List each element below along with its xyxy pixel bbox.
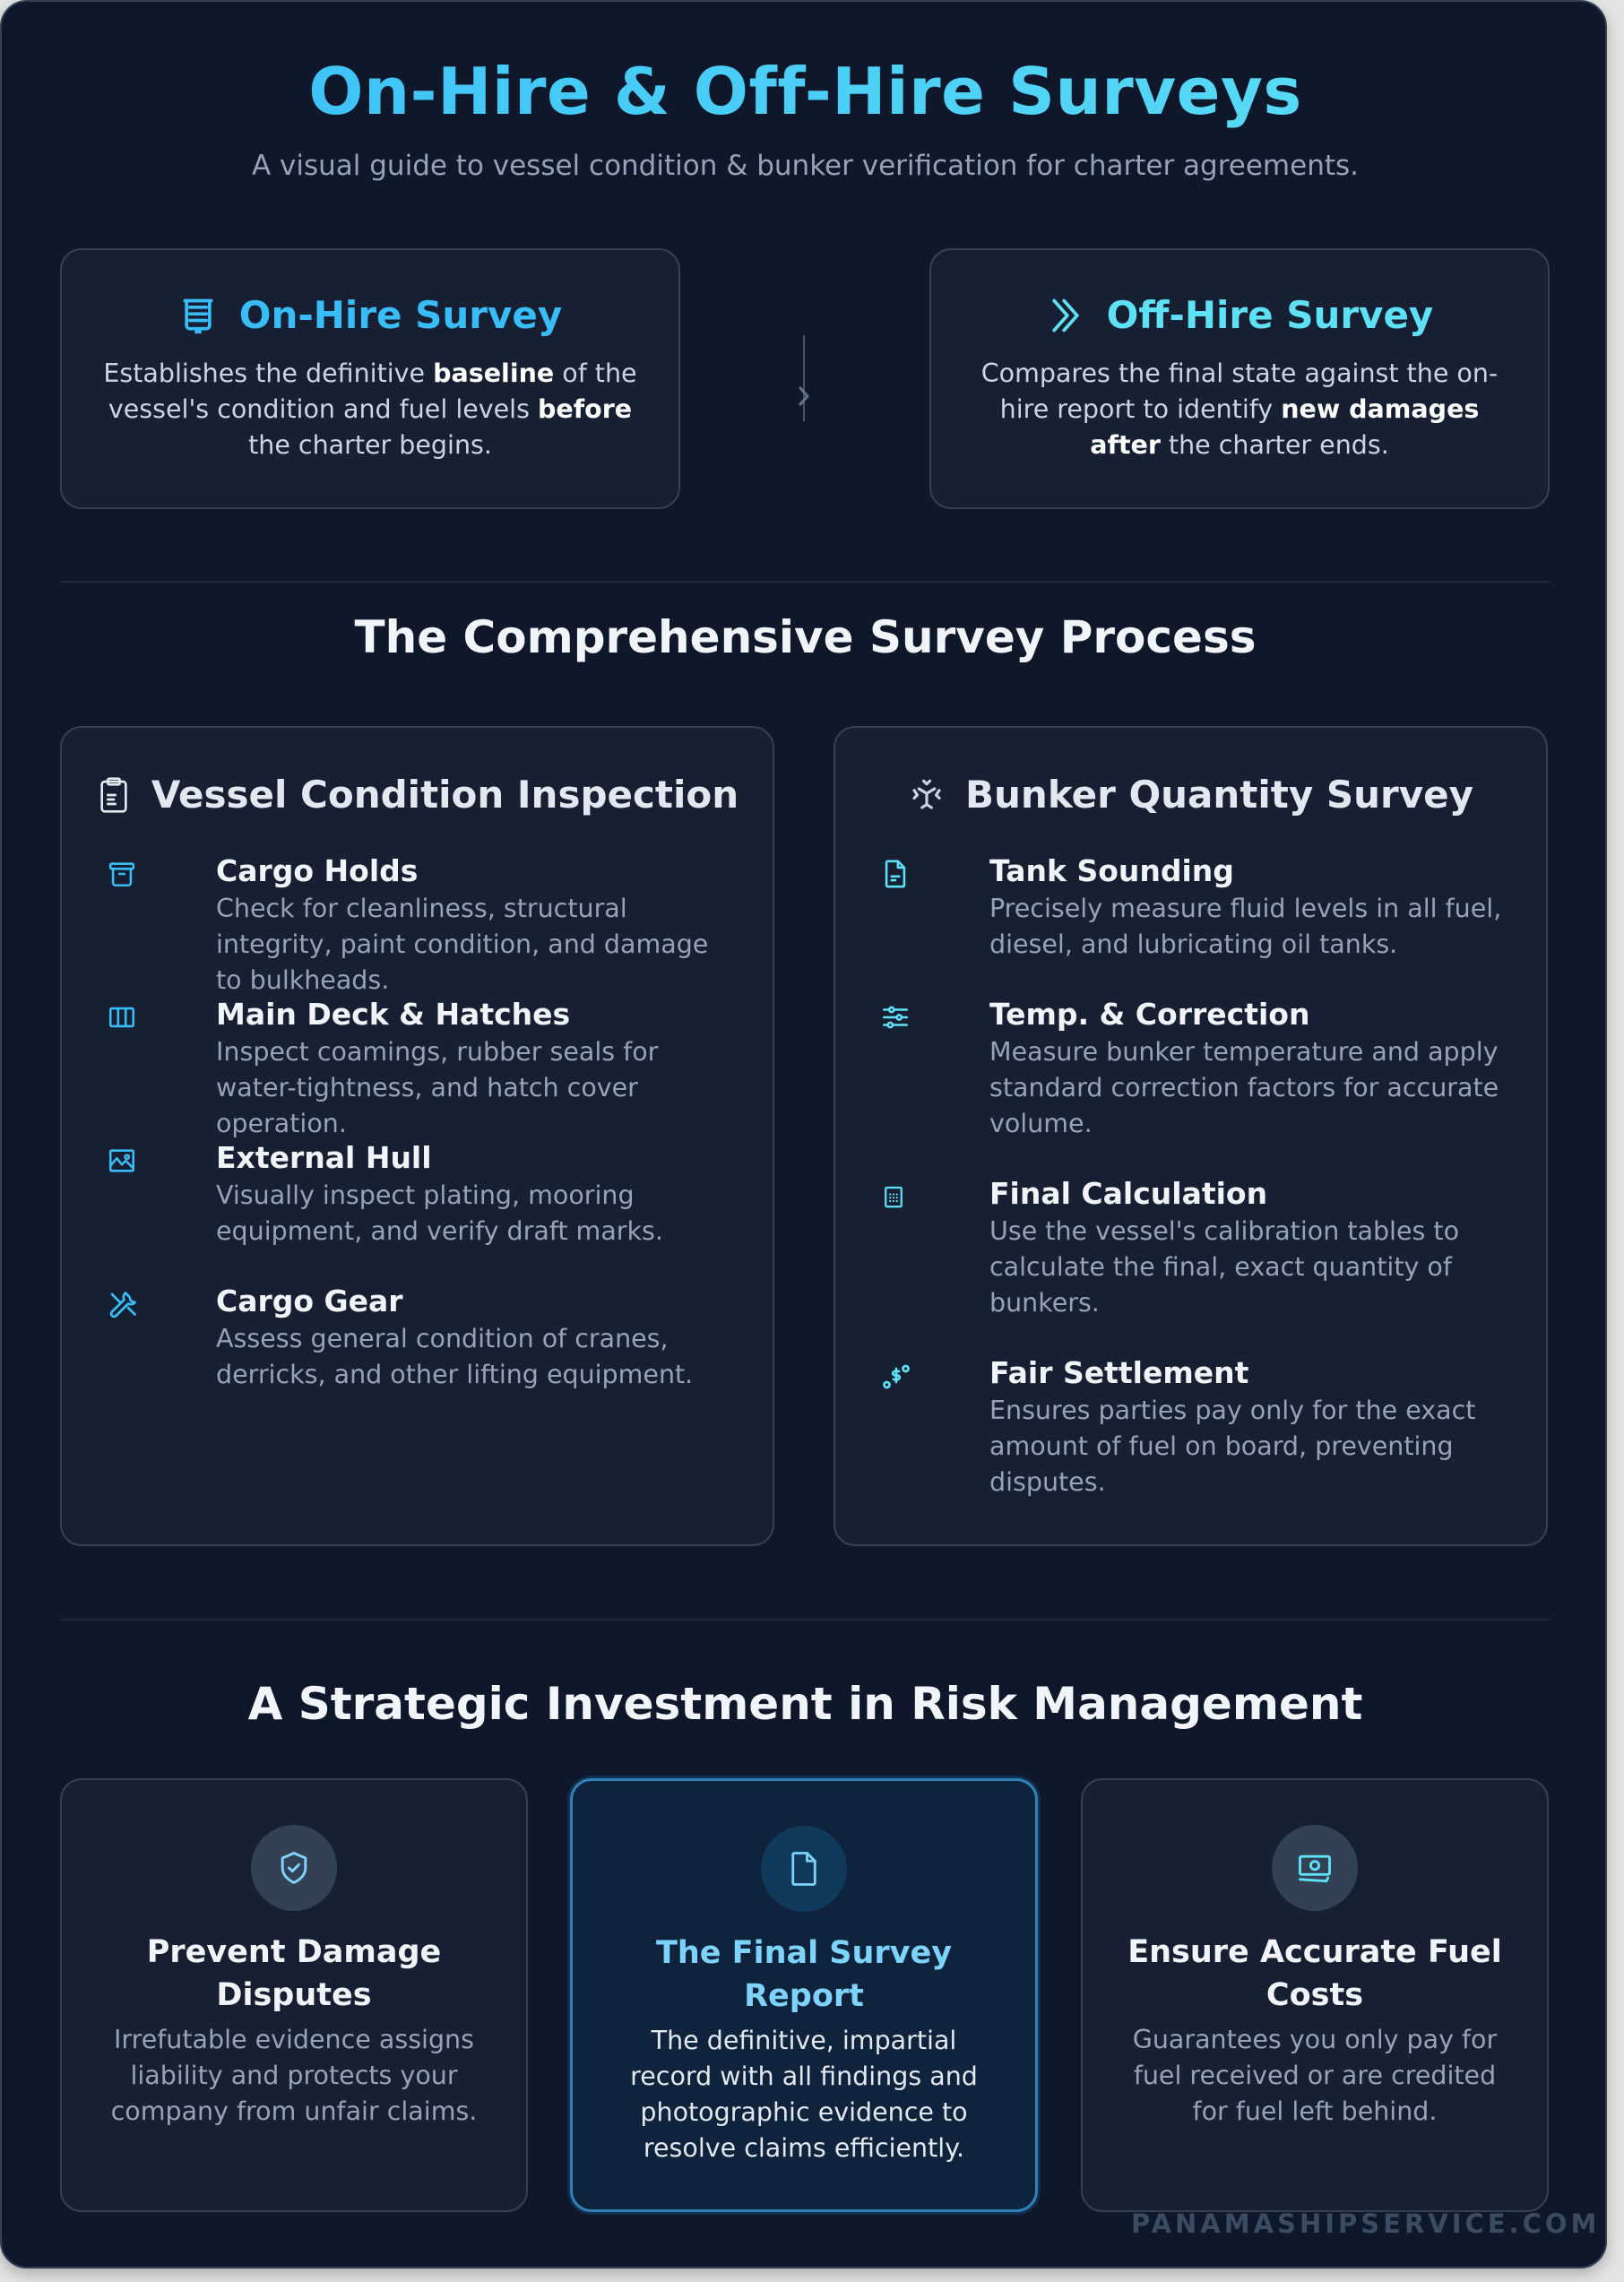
list-item-fair-settlement: Fair Settlement Ensures parties pay only… [880, 1355, 1510, 1500]
vessel-inspection-card: Vessel Condition Inspection Cargo Holds … [60, 726, 774, 1546]
benefits-section-title: A Strategic Investment in Risk Managemen… [247, 1678, 1363, 1730]
file-text-icon [880, 859, 912, 891]
image-icon [107, 1145, 139, 1178]
chevron-right-icon [792, 383, 816, 410]
calculator-icon [880, 1181, 912, 1214]
connector-line [803, 335, 805, 421]
benefit-card-final-report: The Final Survey Report The definitive, … [570, 1778, 1038, 2212]
process-section-title: The Comprehensive Survey Process [354, 611, 1257, 663]
list-item-tank-sounding: Tank Sounding Precisely measure fluid le… [880, 853, 1510, 963]
list-item-cargo-gear: Cargo Gear Assess general condition of c… [107, 1284, 737, 1393]
fuel-icon [908, 776, 946, 814]
bunker-survey-title: Bunker Quantity Survey [965, 773, 1473, 817]
page-subtitle: A visual guide to vessel condition & bun… [251, 150, 1360, 182]
double-chevron-right-icon [1046, 296, 1085, 335]
on-hire-card: On-Hire Survey Establishes the definitiv… [60, 248, 680, 509]
list-document-icon [178, 296, 218, 335]
vessel-inspection-title: Vessel Condition Inspection [151, 773, 739, 817]
off-hire-card: Off-Hire Survey Compares the final state… [929, 248, 1550, 509]
section-divider [61, 581, 1550, 583]
document-icon [761, 1826, 847, 1912]
benefit-card-accurate-fuel: Ensure Accurate Fuel Costs Guarantees yo… [1081, 1778, 1549, 2212]
off-hire-description: Compares the final state against the on-… [980, 359, 1499, 460]
dollar-route-icon [880, 1361, 912, 1393]
on-hire-title: On-Hire Survey [238, 293, 563, 337]
on-hire-description: Establishes the definitive baseline of t… [103, 359, 637, 460]
page-title: On-Hire & Off-Hire Surveys [2, 54, 1609, 129]
tools-icon [107, 1289, 139, 1321]
banknote-icon [1272, 1825, 1358, 1911]
off-hire-title: Off-Hire Survey [1106, 293, 1434, 337]
clipboard-icon [96, 775, 132, 815]
archive-box-icon [107, 859, 139, 891]
benefit-card-prevent-disputes: Prevent Damage Disputes Irrefutable evid… [60, 1778, 528, 2212]
shield-check-icon [251, 1825, 337, 1911]
columns-icon [107, 1002, 139, 1034]
bunker-survey-card: Bunker Quantity Survey Tank Sounding Pre… [834, 726, 1548, 1546]
list-item-temp-correction: Temp. & Correction Measure bunker temper… [880, 997, 1510, 1142]
list-item-final-calculation: Final Calculation Use the vessel's calib… [880, 1176, 1510, 1321]
section-divider [61, 1619, 1550, 1621]
list-item-cargo-holds: Cargo Holds Check for cleanliness, struc… [107, 853, 737, 998]
list-item-external-hull: External Hull Visually inspect plating, … [107, 1140, 737, 1249]
list-item-main-deck: Main Deck & Hatches Inspect coamings, ru… [107, 997, 737, 1142]
watermark: PANAMASHIPSERVICE.COM [1131, 2209, 1601, 2239]
sliders-icon [880, 1002, 912, 1034]
